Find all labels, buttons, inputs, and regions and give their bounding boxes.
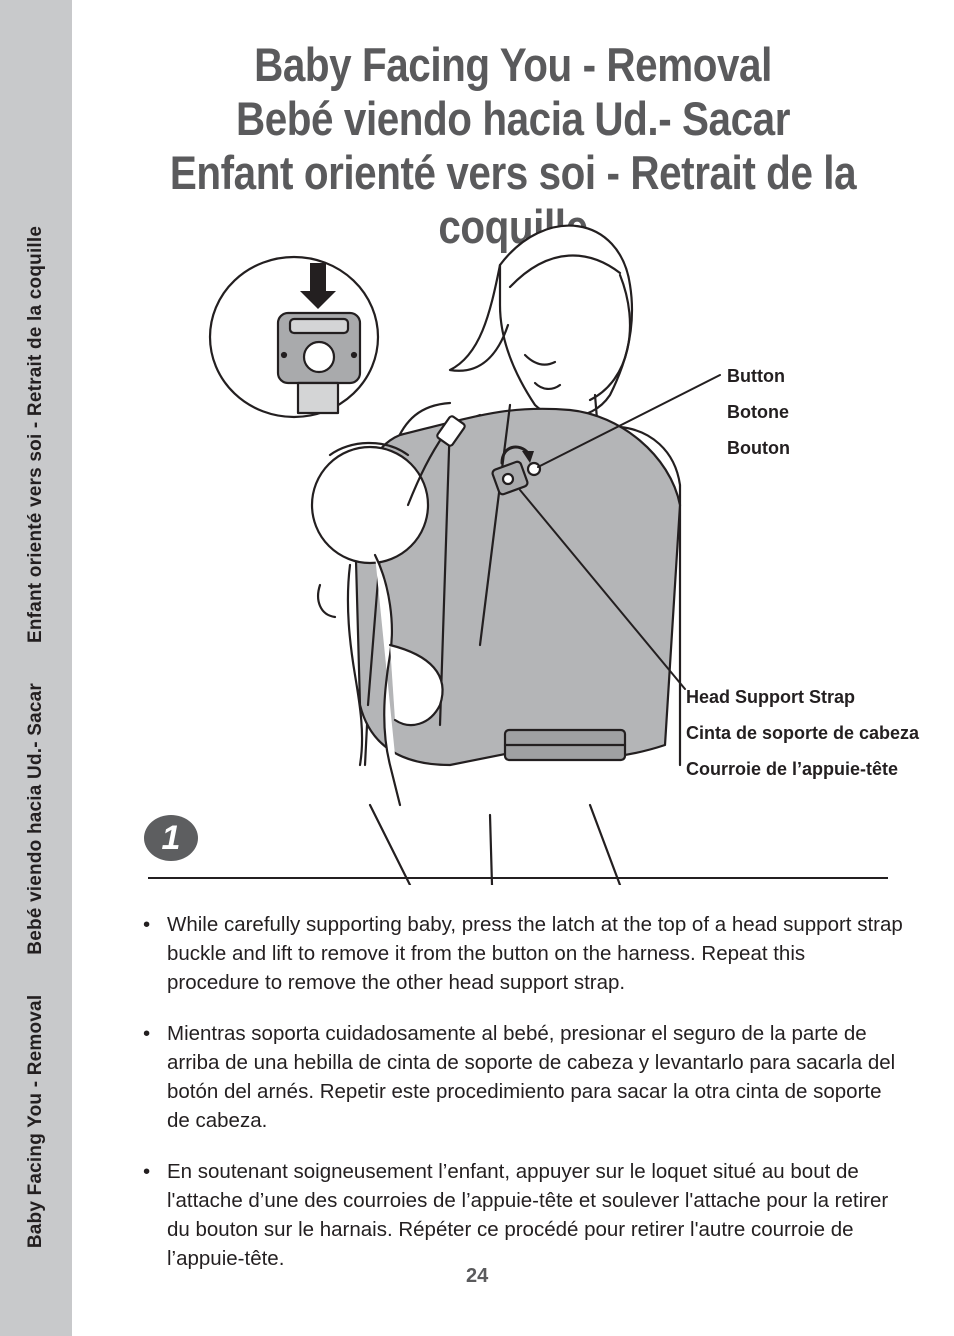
step-number-badge: 1 (144, 815, 198, 861)
strap-label-es: Cinta de soporte de cabeza (686, 723, 920, 743)
rotate-arrow-icon (500, 445, 534, 465)
strap-label-fr: Courroie de l’appuie-tête (686, 759, 899, 779)
head-support-strap-callout: Head Support Strap Cinta de soporte de c… (686, 679, 919, 787)
title-en: Baby Facing You - Removal (254, 38, 772, 91)
bullet-marker: • (143, 1022, 151, 1045)
side-tab-es: Bebé viendo hacia Ud.- Sacar (25, 682, 46, 955)
instruction-en: • While carefully supporting baby, press… (143, 910, 903, 997)
down-arrow-icon (300, 263, 336, 309)
instruction-fr: • En soutenant soigneusement l’enfant, a… (143, 1157, 903, 1273)
strap-label-en: Head Support Strap (686, 687, 856, 707)
page-number: 24 (466, 1265, 489, 1287)
page-title: Baby Facing You - Removal Bebé viendo ha… (72, 38, 954, 254)
side-tab-text: Baby Facing You - Removal Bebé viendo ha… (25, 226, 47, 1248)
bullet-marker: • (143, 1160, 151, 1183)
baby-figure (310, 441, 444, 807)
instruction-text: En soutenant soigneusement l’enfant, app… (167, 1160, 889, 1270)
side-tab-en: Baby Facing You - Removal (25, 994, 46, 1249)
button-leader-line (537, 374, 721, 468)
title-es: Bebé viendo hacia Ud.- Sacar (235, 92, 791, 145)
side-tab: Baby Facing You - Removal Bebé viendo ha… (0, 0, 72, 1336)
button-label-en: Button (727, 366, 785, 386)
instruction-list: • While carefully supporting baby, press… (143, 910, 903, 1295)
buckle-detail-inset (208, 255, 380, 419)
instruction-text: Mientras soporta cuidadosamente al bebé,… (167, 1022, 896, 1132)
instruction-es: • Mientras soporta cuidadosamente al beb… (143, 1019, 903, 1135)
button-label-fr: Bouton (727, 438, 790, 458)
head-support-strap (406, 415, 542, 507)
button-callout: Button Botone Bouton (727, 358, 790, 466)
side-tab-fr: Enfant orienté vers soi - Retrait de la … (25, 225, 46, 643)
strap-leader-line (519, 489, 686, 690)
bullet-marker: • (143, 913, 151, 936)
button-label-es: Botone (727, 402, 789, 422)
instruction-text: While carefully supporting baby, press t… (167, 913, 903, 994)
divider (148, 877, 888, 879)
illustration (208, 224, 721, 885)
title-fr: Enfant orienté vers soi - Retrait de la … (169, 146, 857, 253)
